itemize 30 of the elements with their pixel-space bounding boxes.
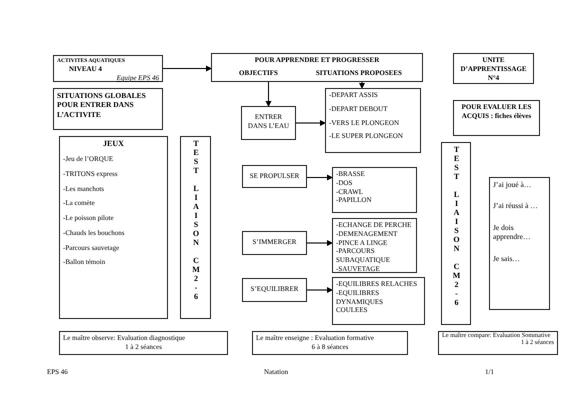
objective-box bbox=[242, 165, 307, 188]
test-box bbox=[441, 142, 471, 325]
arrow bbox=[306, 174, 333, 180]
objective-box bbox=[242, 278, 307, 302]
vertical-text: TEST LIAISON CM2-6 bbox=[190, 139, 200, 301]
situations-box bbox=[332, 167, 417, 213]
vertical-text: TEST LIAISON CM2-6 bbox=[451, 145, 461, 307]
objective-box bbox=[241, 106, 296, 140]
arrow bbox=[359, 82, 365, 89]
list-heading: JEUX bbox=[102, 139, 125, 149]
title-box bbox=[53, 55, 163, 82]
evaluation-box bbox=[453, 100, 540, 136]
arrow bbox=[306, 240, 333, 246]
objective-box bbox=[242, 231, 307, 255]
arrow bbox=[266, 82, 272, 107]
unit-box bbox=[453, 53, 534, 84]
section-box bbox=[53, 88, 163, 130]
evaluation-box bbox=[438, 331, 558, 355]
evaluation-box bbox=[252, 331, 408, 355]
games-list-box bbox=[59, 136, 168, 319]
arrow bbox=[306, 287, 333, 293]
heading-box bbox=[211, 53, 423, 82]
arrow bbox=[296, 120, 326, 126]
evaluation-box bbox=[59, 331, 228, 355]
situations-box bbox=[325, 88, 421, 153]
self-assessment-box bbox=[489, 177, 550, 310]
test-box bbox=[180, 136, 211, 319]
situations-box bbox=[332, 218, 417, 273]
arrow bbox=[162, 66, 212, 72]
situations-box bbox=[332, 277, 425, 325]
